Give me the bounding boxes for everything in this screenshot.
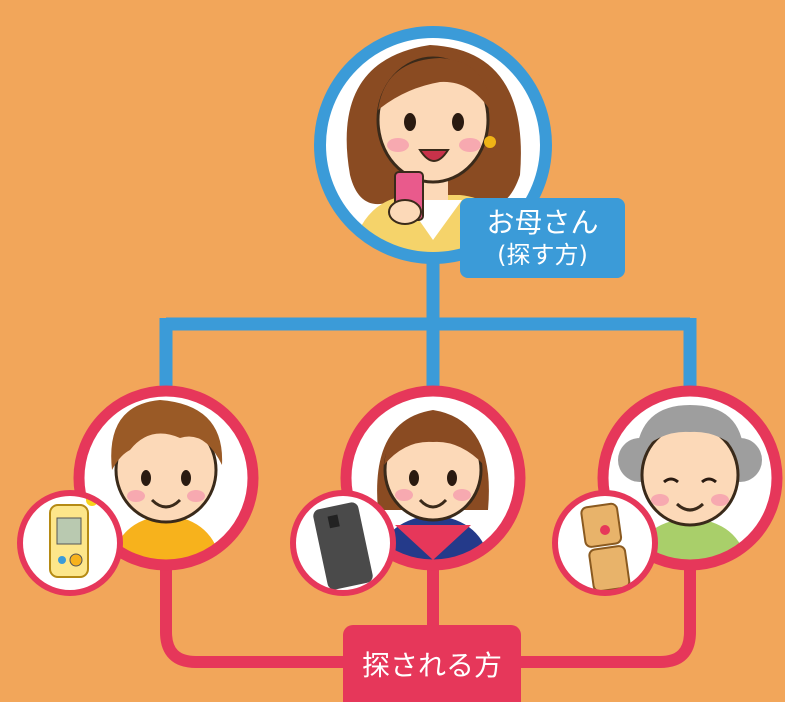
child-connector-lines [160,560,696,668]
parent-label-title: お母さん [486,206,599,239]
parent-label-subtitle: (探す方) [497,241,588,269]
parent-connector-lines [159,255,697,395]
flip-phone-avatar [552,490,658,596]
searched-label: 探される方 [343,625,521,702]
smartphone-avatar [290,490,396,596]
kids-device-avatar [17,490,123,596]
girl-avatar [340,385,526,571]
grandmother-avatar [597,385,783,571]
boy-avatar [73,385,259,571]
parent-label: お母さん (探す方) [460,198,625,278]
